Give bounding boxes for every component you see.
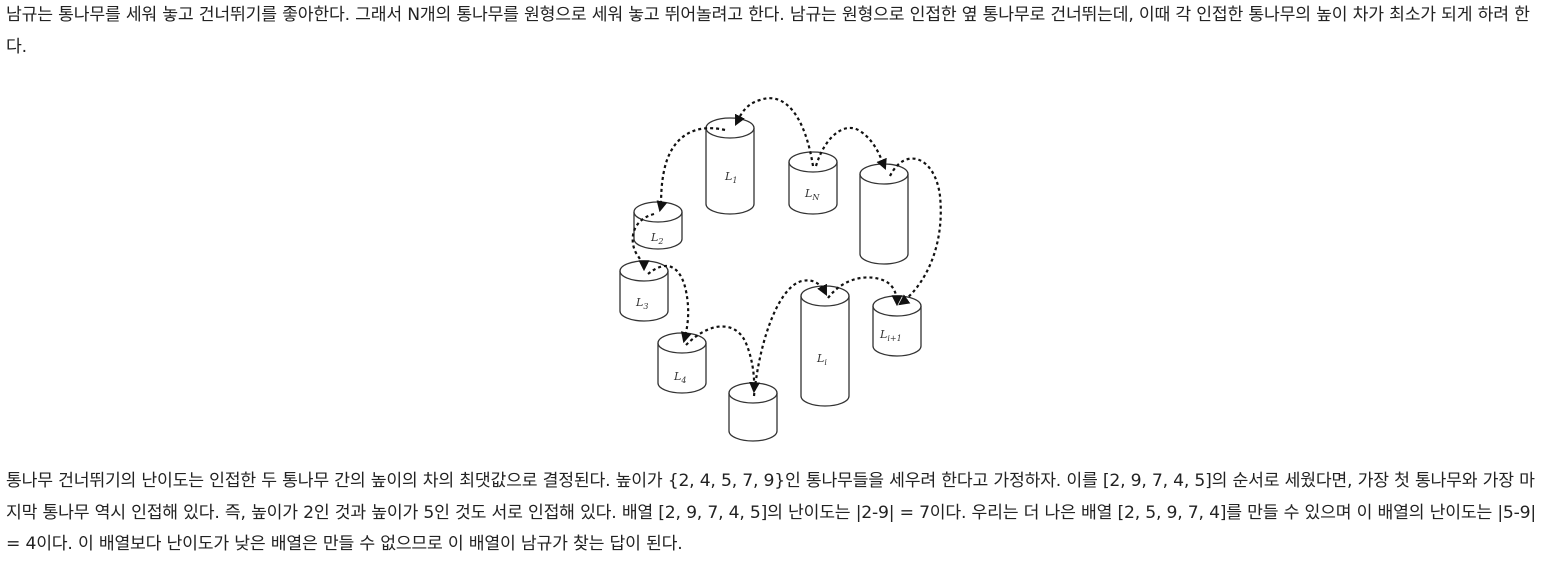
log-li1: Li+1 [872, 295, 922, 357]
jump-arrow-bottom-to-li [752, 279, 827, 397]
svg-text:LN: LN [804, 187, 820, 202]
jump-arrow-right-to-li1 [889, 157, 942, 306]
jump-arrow-l1-to-l2 [656, 127, 726, 213]
log-unlabeled-bottom [728, 382, 778, 442]
svg-text:L1: L1 [724, 170, 737, 185]
svg-text:L4: L4 [673, 370, 686, 385]
jump-arrow-ln-to-l1 [735, 97, 815, 167]
problem-explanation-text: 통나무 건너뛰기의 난이도는 인접한 두 통나무 간의 높이의 차의 최댓값으로… [6, 471, 1536, 554]
svg-text:L2: L2 [650, 231, 663, 246]
log-unlabeled-right [859, 163, 909, 265]
jump-arrow-li-to-li1 [827, 276, 903, 307]
log-l1: L1 [705, 117, 755, 215]
svg-text:Li: Li [816, 352, 827, 367]
log-l2: L2 [633, 201, 683, 250]
log-l3: L3 [619, 260, 669, 322]
jump-arrow-l3-to-l4 [647, 264, 692, 344]
log-circle-figure: L1 LN L2 L3 L4 [590, 86, 960, 446]
jump-arrow-l2-to-l3 [631, 212, 655, 272]
log-li: Li [800, 285, 850, 407]
log-ln: LN [788, 151, 838, 215]
log-diagram: L1 LN L2 L3 L4 [619, 97, 942, 442]
log-l4: L4 [657, 332, 707, 394]
svg-text:L3: L3 [635, 296, 648, 311]
problem-intro-text: 남규는 통나무를 세워 놓고 건너뛰기를 좋아한다. 그래서 N개의 통나무를 … [6, 5, 1530, 57]
jump-arrow-ln-to-right [814, 126, 887, 171]
svg-text:Li+1: Li+1 [879, 328, 902, 343]
jump-arrow-l4-to-bottom [685, 325, 761, 394]
